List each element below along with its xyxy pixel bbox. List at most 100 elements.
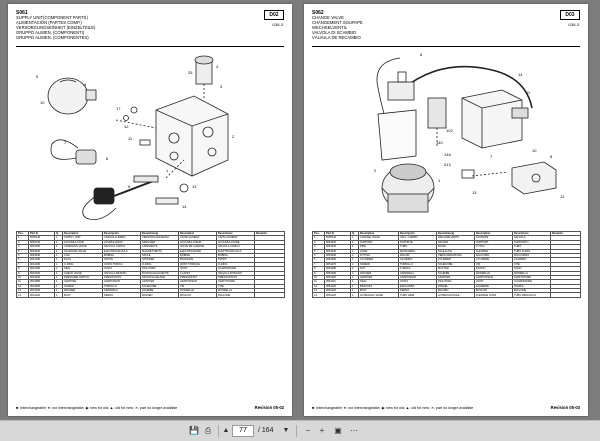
title-line: VALVOLA DI SCAMBIO [312, 29, 357, 35]
print-icon[interactable]: ⎙ [204, 426, 212, 435]
section-code: S061 [16, 10, 28, 16]
title-line: CHANGE VALVE [312, 15, 344, 20]
callout: 2 [374, 168, 377, 173]
callout: 3 [220, 84, 223, 89]
title-line: WECHSELVENTIL [312, 24, 348, 30]
table-cell: TUBO HIDR. [398, 292, 437, 298]
table-cell: 9051140 [324, 292, 351, 298]
callout: 1 [438, 178, 441, 183]
revision-label: Revision 05-03 [550, 405, 580, 410]
title-line: VERSORGUNGSEINHEIT (EINZELTEILE) [16, 24, 96, 30]
fit-page-icon[interactable]: ▣ [334, 426, 342, 435]
table-cell: 1 [350, 292, 359, 298]
more-icon[interactable]: ⋯ [350, 426, 358, 435]
save-icon[interactable]: 💾 [189, 426, 199, 435]
callout: 11 [526, 90, 531, 95]
table-cell: BOLZEN [140, 292, 179, 298]
section-title: SUPPLY UNIT(COMPONENT PARTS) ALIMENTACIÓ… [16, 15, 216, 41]
callout: 8 [550, 154, 553, 159]
callout: 013 [444, 162, 451, 167]
parts-table: Pos. Part N. Q. Description Descripción … [16, 230, 285, 298]
callout: 11 [128, 136, 133, 141]
callout: 12 [124, 124, 129, 129]
table-header-row: Pos. Part N. Q. Description Descripción … [312, 230, 581, 237]
catalog-page-left: S061 SUPPLY UNIT(COMPONENT PARTS) ALIMEN… [8, 4, 292, 416]
callout: 9 [36, 74, 39, 79]
table-cell: 9014120 [28, 292, 55, 298]
exploded-parts-drawing: 140 148 102 013 6 14 11 10 7 8 12 13 2 1 [374, 52, 565, 213]
callout: 17 [116, 106, 121, 111]
callout: 102 [446, 128, 453, 133]
interchangeability-legend: ■: interchangeable; ●: not interchangeab… [16, 406, 178, 410]
table-cell: HYDRAULIKSCHL. [436, 292, 475, 298]
title-line: GRUPPO ALIMEN. (COMPONENTES) [16, 34, 89, 40]
section-title: CHANGE VALVE CHANGEMENT SOUPAPE WECHSELV… [312, 15, 512, 41]
table-cell: BOULON [178, 292, 217, 298]
callout: 140 [436, 140, 443, 145]
title-line: SUPPLY UNIT(COMPONENT PARTS) [16, 15, 88, 20]
toolbar-divider [296, 425, 297, 437]
table-cell: PERNO [102, 292, 141, 298]
zoom-out-icon[interactable]: − [305, 426, 311, 435]
callout: 1 [166, 168, 169, 173]
table-cell: TUBO IDRAULICO [512, 292, 551, 298]
callout: 13 [472, 190, 477, 195]
toolbar-divider [218, 425, 219, 437]
table-cell: BOLT [62, 292, 103, 298]
callout: 6 [106, 156, 109, 161]
callout: 5 [128, 184, 131, 189]
table-cell: 1 [54, 292, 63, 298]
catalog-page-right: S062 CHANGE VALVE CHANGEMENT SOUPAPE WEC… [304, 4, 588, 416]
previous-page-icon[interactable]: ▲ [222, 427, 230, 434]
callout: 2 [232, 134, 235, 139]
revision-label: Revision 05-02 [254, 405, 284, 410]
section-tag: D02 [264, 10, 284, 20]
callout: 13 [192, 184, 197, 189]
callout: 12 [560, 194, 565, 199]
title-line: GRUPPO ALIMEN. (COMPONENTI) [16, 29, 85, 35]
table-cell [254, 292, 285, 298]
callout: 10 [40, 100, 45, 105]
callout: 148 [444, 152, 451, 157]
table-cell: 14 [312, 292, 325, 298]
section-ref: U36-3 [272, 22, 283, 27]
page-header: S061 SUPPLY UNIT(COMPONENT PARTS) ALIMEN… [16, 10, 284, 48]
page-number-input[interactable]: 77 [232, 425, 254, 437]
pdf-viewer-toolbar: 💾 ⎙ ▲ 77 / 164 ▼ − + ▣ ⋯ [0, 420, 600, 441]
total-pages-label: / 164 [258, 427, 274, 434]
callout: 7 [490, 154, 493, 159]
title-line: ALIMENTACIÓN (PARTES COMP.) [16, 19, 82, 25]
callout: 8 [84, 82, 87, 87]
zoom-in-icon[interactable]: + [319, 426, 325, 435]
table-cell: BULLONE [216, 292, 255, 298]
header-divider [312, 46, 580, 47]
table-cell [550, 292, 581, 298]
parts-table: Pos. Part N. Q. Description Descripción … [312, 230, 581, 298]
table-cell: HYDRAULIC HOSE [358, 292, 399, 298]
callout: 6 [420, 52, 423, 57]
callout: 14 [182, 204, 187, 209]
next-page-icon[interactable]: ▼ [282, 427, 290, 434]
section-code: S062 [312, 10, 324, 16]
title-line: VÁLVULA DE RECAMBIO [312, 34, 361, 40]
page-header: S062 CHANGE VALVE CHANGEMENT SOUPAPE WEC… [312, 10, 580, 48]
section-tag: D03 [560, 10, 580, 20]
header-divider [16, 46, 284, 47]
callout: 25 [188, 70, 193, 75]
title-line: CHANGEMENT SOUPAPE [312, 19, 363, 25]
table-cell: 14 [16, 292, 29, 298]
table-cell: FLEXIBLE HYDR. [474, 292, 513, 298]
callout: 10 [532, 148, 537, 153]
callout: 4 [216, 64, 219, 69]
section-ref: U36-3 [568, 22, 579, 27]
callout: 14 [518, 72, 523, 77]
